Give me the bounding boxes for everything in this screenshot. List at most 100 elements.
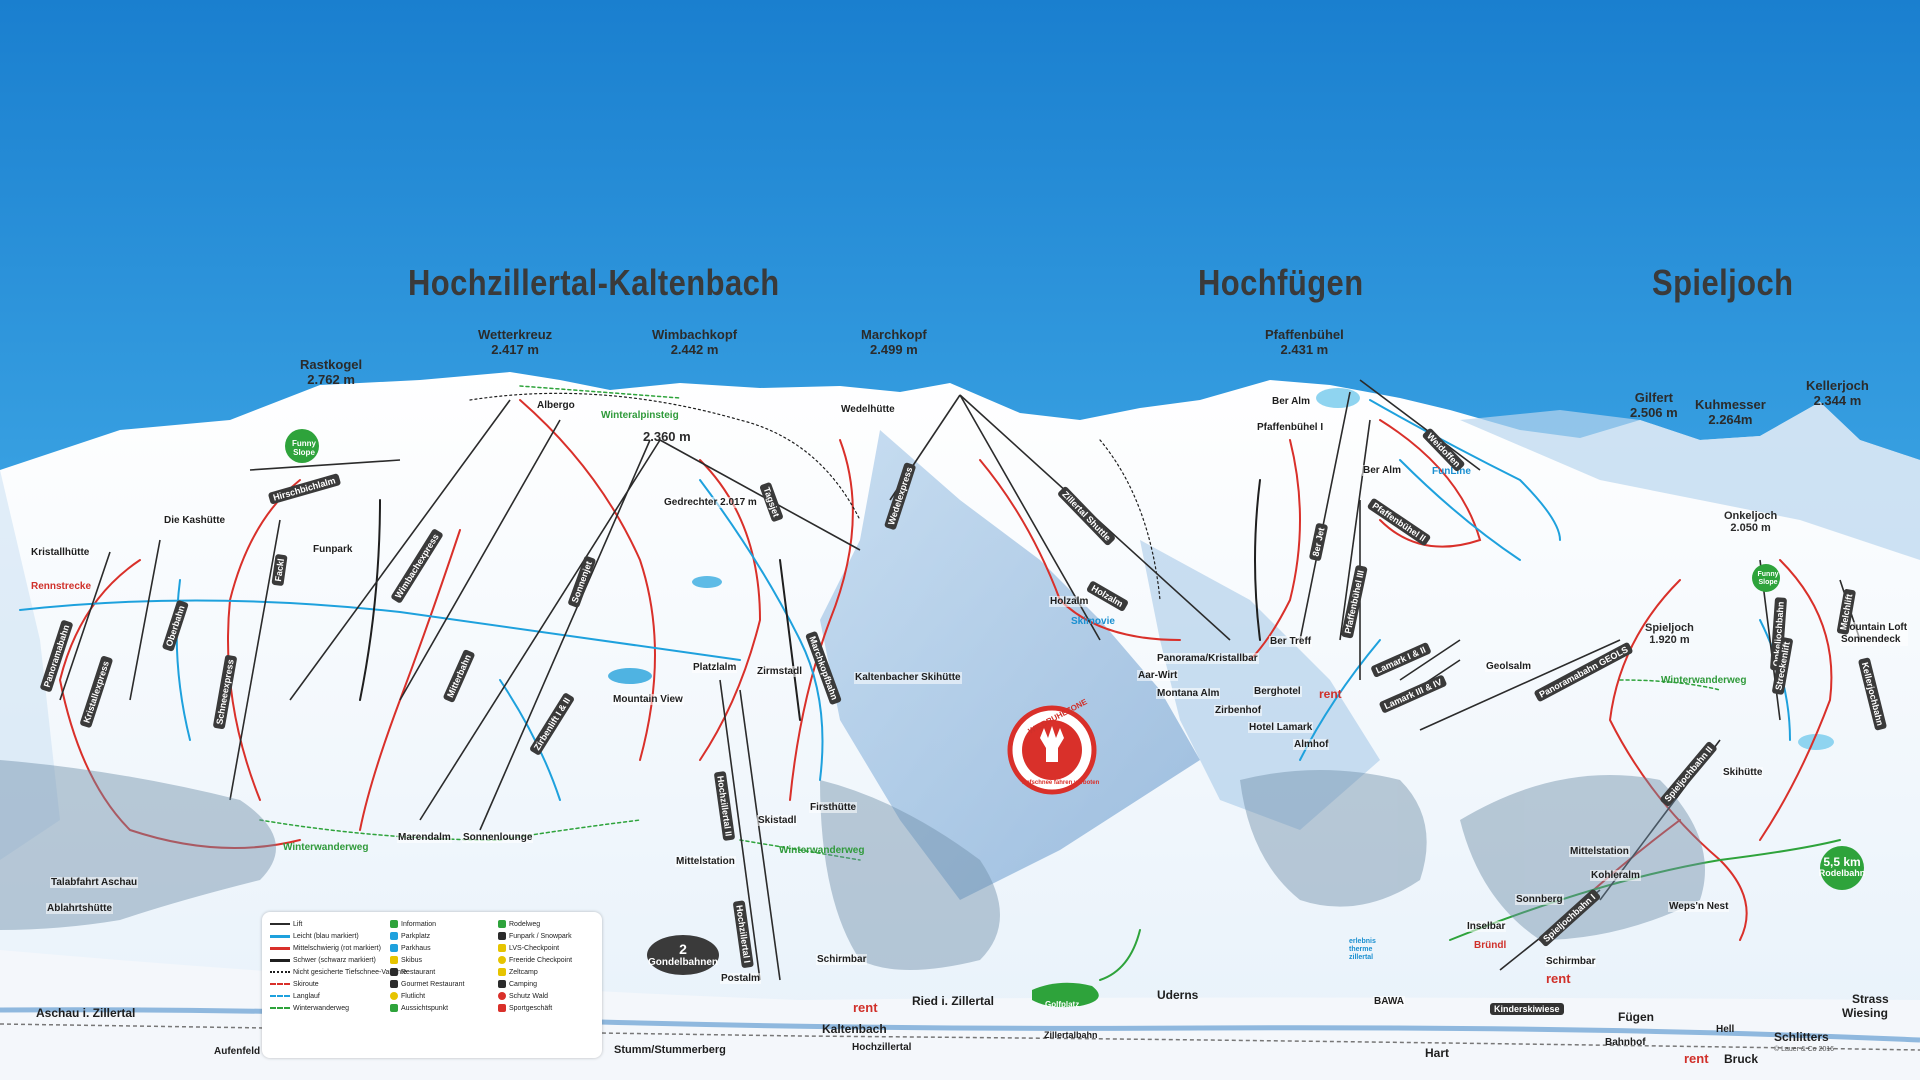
place-ber-alm-top: Ber Alm xyxy=(1271,396,1311,407)
town-bahnhof: Bahnhof xyxy=(1605,1037,1646,1048)
legend-row-parkhaus: Parkhaus xyxy=(390,942,464,954)
lift-line xyxy=(419,439,661,821)
place-skihuette: Skihütte xyxy=(1722,767,1764,778)
piste-red xyxy=(789,439,854,801)
town-kaltenbach: Kaltenbach xyxy=(822,1022,887,1036)
lift-line xyxy=(479,439,651,831)
legend-row-aussicht: Aussichtspunkt xyxy=(390,1002,464,1014)
pistes xyxy=(19,385,1841,981)
place-zirmstadl: Zirmstadl xyxy=(756,666,804,677)
funny-slope-bubble xyxy=(285,429,319,463)
piste-freeride xyxy=(469,392,861,521)
gondola-label: Gondelbahnen xyxy=(648,957,718,968)
rodel-label: Rodelbahn xyxy=(1818,868,1866,878)
piste-black xyxy=(359,499,381,701)
lift-line xyxy=(1419,639,1621,731)
town-zillertalbahn: Zillertalbahn xyxy=(1044,1030,1098,1040)
place-schirmbar: Schirmbar xyxy=(816,954,868,965)
town-strass: Strass xyxy=(1852,992,1889,1006)
place-kinderskiwiese: Kinderskiwiese xyxy=(1490,1003,1564,1015)
place-aar-wirt: Aar-Wirt xyxy=(1137,670,1179,681)
shaded-face-right xyxy=(1460,402,1920,560)
legend-row-schutzwald: Schutz Wald xyxy=(498,990,572,1002)
piste-blue xyxy=(699,479,824,781)
lift-line xyxy=(289,399,511,701)
town-schlitters: Schlitters xyxy=(1774,1030,1829,1044)
place-winteralpinsteig: Winteralpinsteig xyxy=(601,410,679,421)
place-kaltenbacher-skihuette: Kaltenbacher Skihütte xyxy=(854,672,962,684)
winter-walk xyxy=(739,839,861,861)
winter-walk xyxy=(519,385,681,399)
winter-walk xyxy=(1619,679,1721,691)
legend-row-flutlicht: Flutlicht xyxy=(390,990,464,1002)
legend-row-freeride: Nicht gesicherte Tiefschnee-Variante xyxy=(270,966,407,978)
region-title-spieljoch: Spieljoch xyxy=(1652,262,1794,303)
legend-row-gourmet: Gourmet Restaurant xyxy=(390,978,464,990)
place-funpark: Funpark xyxy=(312,544,354,555)
gedrechter-label: Gedrechter 2.017 m xyxy=(663,497,758,508)
funny-slope-label-2: Funny Slope xyxy=(1757,571,1779,586)
town-hochzillertal: Hochzillertal xyxy=(852,1042,912,1053)
copyright: © Lauer & Co 2016 xyxy=(1774,1046,1835,1053)
place-platzlalm: Platzlalm xyxy=(692,662,738,673)
legend-row-easy: Leicht (blau markiert) xyxy=(270,930,407,942)
piste-blue xyxy=(1369,399,1561,541)
legend-row-info: Information xyxy=(390,918,464,930)
town-fuegen: Fügen xyxy=(1618,1010,1654,1024)
place-mountain-view: Mountain View xyxy=(612,694,684,705)
town-aschau: Aschau i. Zillertal xyxy=(36,1006,136,1020)
legend-row-zeltcamp: Zeltcamp xyxy=(498,966,572,978)
rodel-km: 5,5 km xyxy=(1823,855,1861,869)
legend-row-freeride-check: Freeride Checkpoint xyxy=(498,954,572,966)
region-title-hochfuegen: Hochfügen xyxy=(1198,262,1364,303)
rent-label-1: rent xyxy=(853,1000,878,1015)
place-wegs-n-nest: Weps'n Nest xyxy=(1668,901,1730,912)
town-hell: Hell xyxy=(1716,1024,1735,1035)
legend-row-camping: Camping xyxy=(498,978,572,990)
rodel-run xyxy=(1099,929,1141,981)
rent-label-4: rent xyxy=(1684,1051,1709,1066)
fun-line-label: FunLine xyxy=(1432,466,1471,477)
gondola-callout-bubble xyxy=(647,935,719,975)
town-ried: Ried i. Zillertal xyxy=(912,994,995,1008)
lift-line xyxy=(229,519,281,801)
legend-row-funpark: Funpark / Snowpark xyxy=(498,930,572,942)
place-pfaffenbuehel-i: Pfaffenbühel I xyxy=(1256,422,1325,433)
legend-row-sportgeschaft: Sportgeschäft xyxy=(498,1002,572,1014)
bruendl-label: Bründl xyxy=(1474,940,1507,951)
gondola-callout: 2 Gondelbahnen xyxy=(648,937,718,975)
piste-blue xyxy=(175,579,191,741)
legend-row-lift: Lift xyxy=(270,918,407,930)
place-wedelhuette: Wedelhütte xyxy=(840,404,896,415)
town-wiesing: Wiesing xyxy=(1842,1006,1888,1020)
piste-blue xyxy=(19,599,741,661)
region-title-kaltenbach: Hochzillertal-Kaltenbach xyxy=(408,262,780,303)
legend-col-extras: Rodelweg Funpark / Snowpark LVS-Checkpoi… xyxy=(498,918,572,1014)
rodel-run xyxy=(1449,839,1841,941)
piste-red xyxy=(1759,559,1833,841)
piste-red xyxy=(1379,419,1482,548)
place-bawa: BAWA xyxy=(1373,996,1405,1007)
saddle-altitude: 2.360 m xyxy=(643,429,691,444)
place-golfplatz: Golfplatz xyxy=(1045,1000,1080,1009)
lake xyxy=(1798,734,1834,750)
lake xyxy=(1316,388,1360,408)
legend-row-langlauf: Langlauf xyxy=(270,990,407,1002)
shaded-face-center xyxy=(820,430,1200,900)
place-panorama-kristallbar: Panorama/Kristallbar xyxy=(1156,653,1259,664)
winter-walk xyxy=(259,819,641,841)
lift-line xyxy=(1339,419,1371,641)
place-inselbar: Inselbar xyxy=(1466,921,1507,932)
piste-red xyxy=(1249,439,1301,661)
place-hotel-lamark: Hotel Lamark xyxy=(1248,722,1314,733)
place-mittelstation: Mittelstation xyxy=(675,856,736,867)
place-sonnberg: Sonnberg xyxy=(1515,894,1564,905)
place-mittelstation-sp: Mittelstation xyxy=(1569,846,1630,857)
